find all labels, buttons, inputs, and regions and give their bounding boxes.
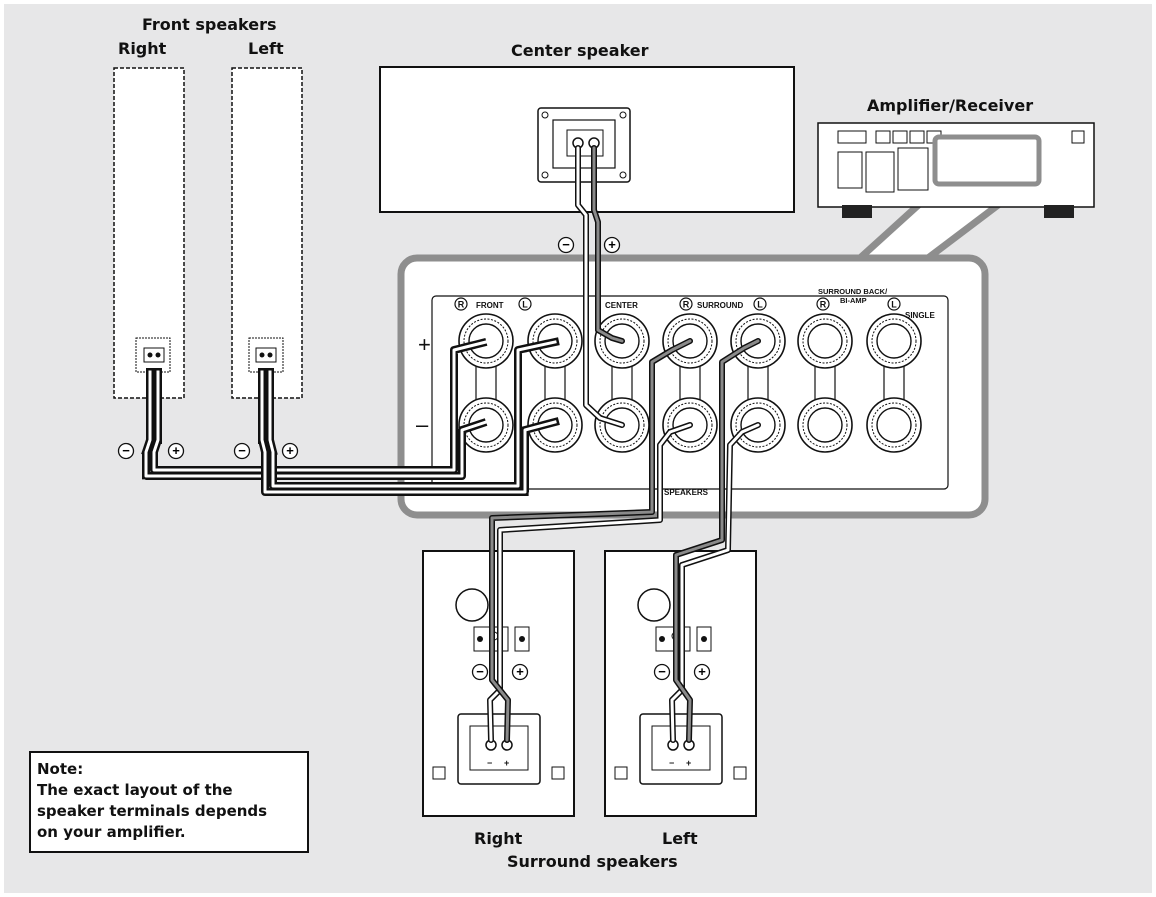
front-right-label: Right: [118, 39, 167, 58]
surround-left-positive-icon: [693, 663, 711, 681]
svg-text:+: +: [172, 443, 180, 458]
svg-text:+: +: [608, 237, 616, 252]
svg-text:+: +: [698, 664, 706, 679]
svg-text:+: +: [286, 443, 294, 458]
negative-binding-post-icon: [797, 397, 853, 453]
note-line: The exact layout of the: [37, 781, 233, 799]
single-label: SINGLE: [905, 311, 935, 320]
svg-text:L: L: [757, 300, 763, 310]
front-left-label: Left: [248, 39, 284, 58]
center-negative-icon: [557, 236, 575, 254]
terminal-panel-frame: [431, 295, 949, 490]
svg-text:+: +: [504, 758, 509, 768]
negative-binding-post-icon: [866, 397, 922, 453]
note-title: Note:: [37, 760, 84, 778]
svg-text:L: L: [891, 300, 897, 310]
panel-minus-label: –: [416, 412, 429, 437]
svg-text:R: R: [683, 300, 690, 310]
front-speakers-label: Front speakers: [142, 15, 277, 34]
amplifier-terminal-highlight: [932, 134, 1042, 187]
panel-plus-label: +: [418, 332, 431, 357]
bi-amp-label: BI-AMP: [840, 296, 867, 305]
surround-label: SURROUND: [697, 301, 743, 310]
solid-cables: [487, 145, 761, 743]
front-label: FRONT: [476, 301, 504, 310]
amplifier-receiver-icon: [817, 122, 1095, 218]
svg-text:−: −: [122, 443, 130, 458]
center-speaker-label: Center speaker: [511, 41, 649, 60]
surround-back-label: SURROUND BACK/: [818, 287, 888, 296]
svg-text:−: −: [669, 758, 674, 768]
front-right-positive-icon: [167, 442, 185, 460]
svg-text:−: −: [562, 237, 570, 252]
polarity-markers: − + − + − + − + − +: [117, 236, 711, 681]
surround-right-positive-icon: [511, 663, 529, 681]
surround-left-label: Left: [662, 829, 698, 848]
svg-text:−: −: [476, 664, 484, 679]
svg-text:−: −: [238, 443, 246, 458]
surround-speakers-label: Surround speakers: [507, 852, 678, 871]
positive-binding-post-icon: [797, 313, 853, 369]
svg-text:L: L: [522, 300, 528, 310]
positive-binding-post-icon: [866, 313, 922, 369]
front-left-positive-icon: [281, 442, 299, 460]
center-positive-icon: [603, 236, 621, 254]
note-box: Note: The exact layout of the speaker te…: [29, 751, 309, 853]
svg-text:R: R: [458, 300, 465, 310]
svg-text:−: −: [487, 758, 492, 768]
surround-right-negative-icon: [471, 663, 489, 681]
svg-text:+: +: [686, 758, 691, 768]
front-speaker-cables: [142, 337, 560, 496]
svg-text:R: R: [820, 300, 827, 310]
note-line: on your amplifier.: [37, 823, 186, 841]
surround-right-label: Right: [474, 829, 523, 848]
front-left-negative-icon: [233, 442, 251, 460]
speakers-label: SPEAKERS: [664, 488, 709, 497]
amplifier-receiver-label: Amplifier/Receiver: [867, 96, 1034, 115]
center-label: CENTER: [605, 301, 638, 310]
svg-text:+: +: [516, 664, 524, 679]
svg-text:−: −: [658, 664, 666, 679]
note-line: speaker terminals depends: [37, 802, 268, 820]
surround-left-negative-icon: [653, 663, 671, 681]
binding-posts: [458, 313, 922, 453]
front-right-negative-icon: [117, 442, 135, 460]
panel-labels: + – R FRONT L CENTER R SURROUND L SURROU…: [416, 287, 935, 497]
